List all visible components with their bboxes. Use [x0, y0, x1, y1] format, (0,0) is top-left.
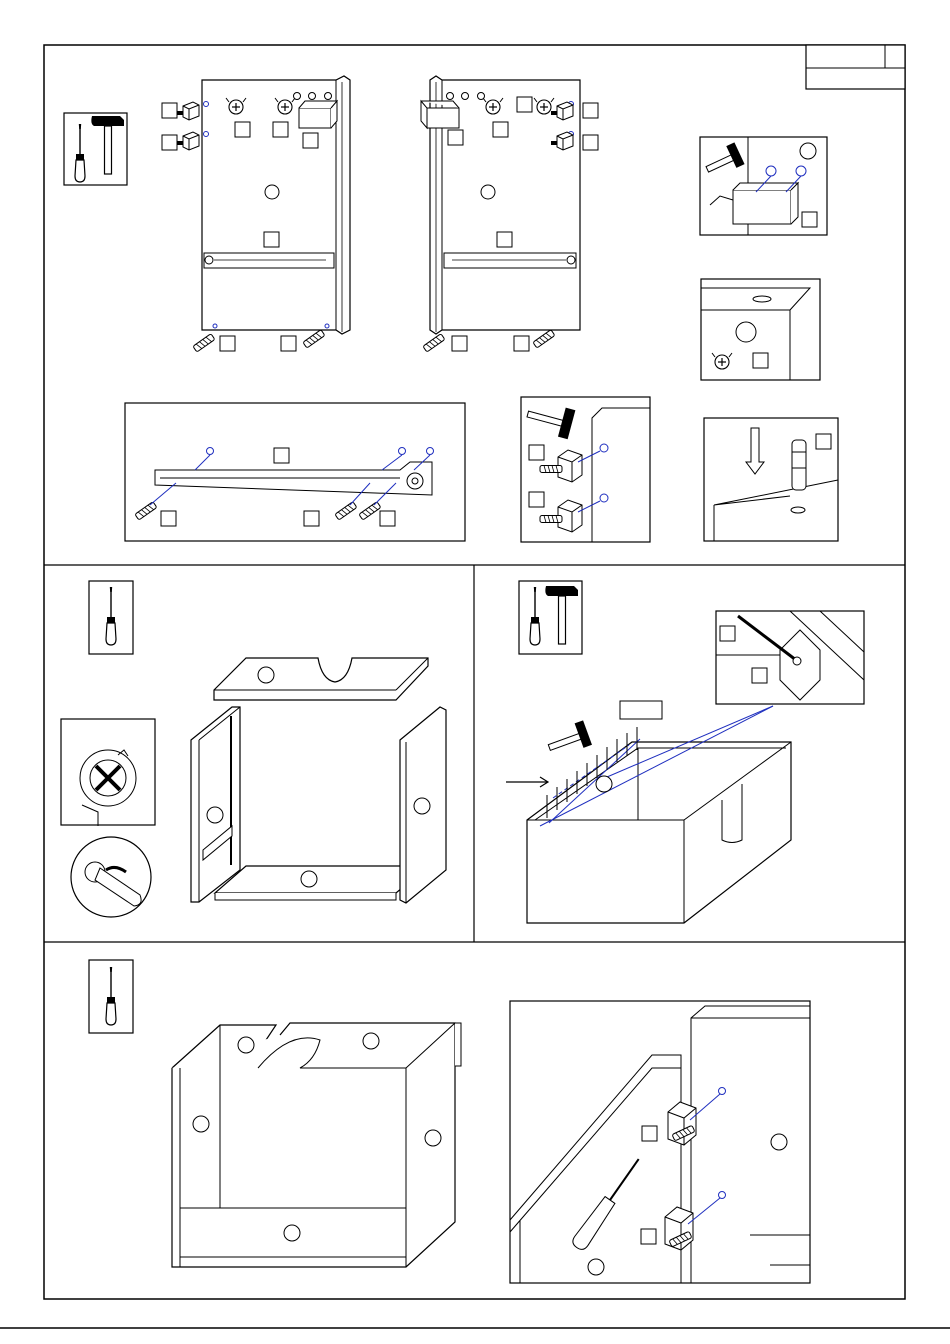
detail-cam-rotate: [61, 719, 155, 826]
carcass-assembled: [172, 1023, 461, 1267]
tools-box-4: [89, 960, 133, 1033]
detail-cam-corner: [701, 279, 820, 380]
tools-box-1: [64, 113, 127, 185]
detail-drawer-runner: [125, 403, 465, 541]
detail-nail: [716, 611, 864, 704]
side-panel-right: [421, 76, 598, 352]
detail-bracket-screws: [510, 1001, 810, 1283]
tools-box-3: [519, 581, 582, 654]
detail-hammer-blocks: [521, 397, 650, 542]
detail-cam-tighten: [71, 837, 151, 917]
tools-box-2: [89, 581, 133, 654]
detail-bracket-hammer: [700, 137, 827, 235]
detail-dowel-insert: [704, 418, 838, 541]
side-panel-left: [162, 76, 350, 352]
carcass-back-nailing: [506, 701, 791, 923]
title-block: [806, 45, 905, 89]
carcass-exploded: [191, 658, 446, 903]
